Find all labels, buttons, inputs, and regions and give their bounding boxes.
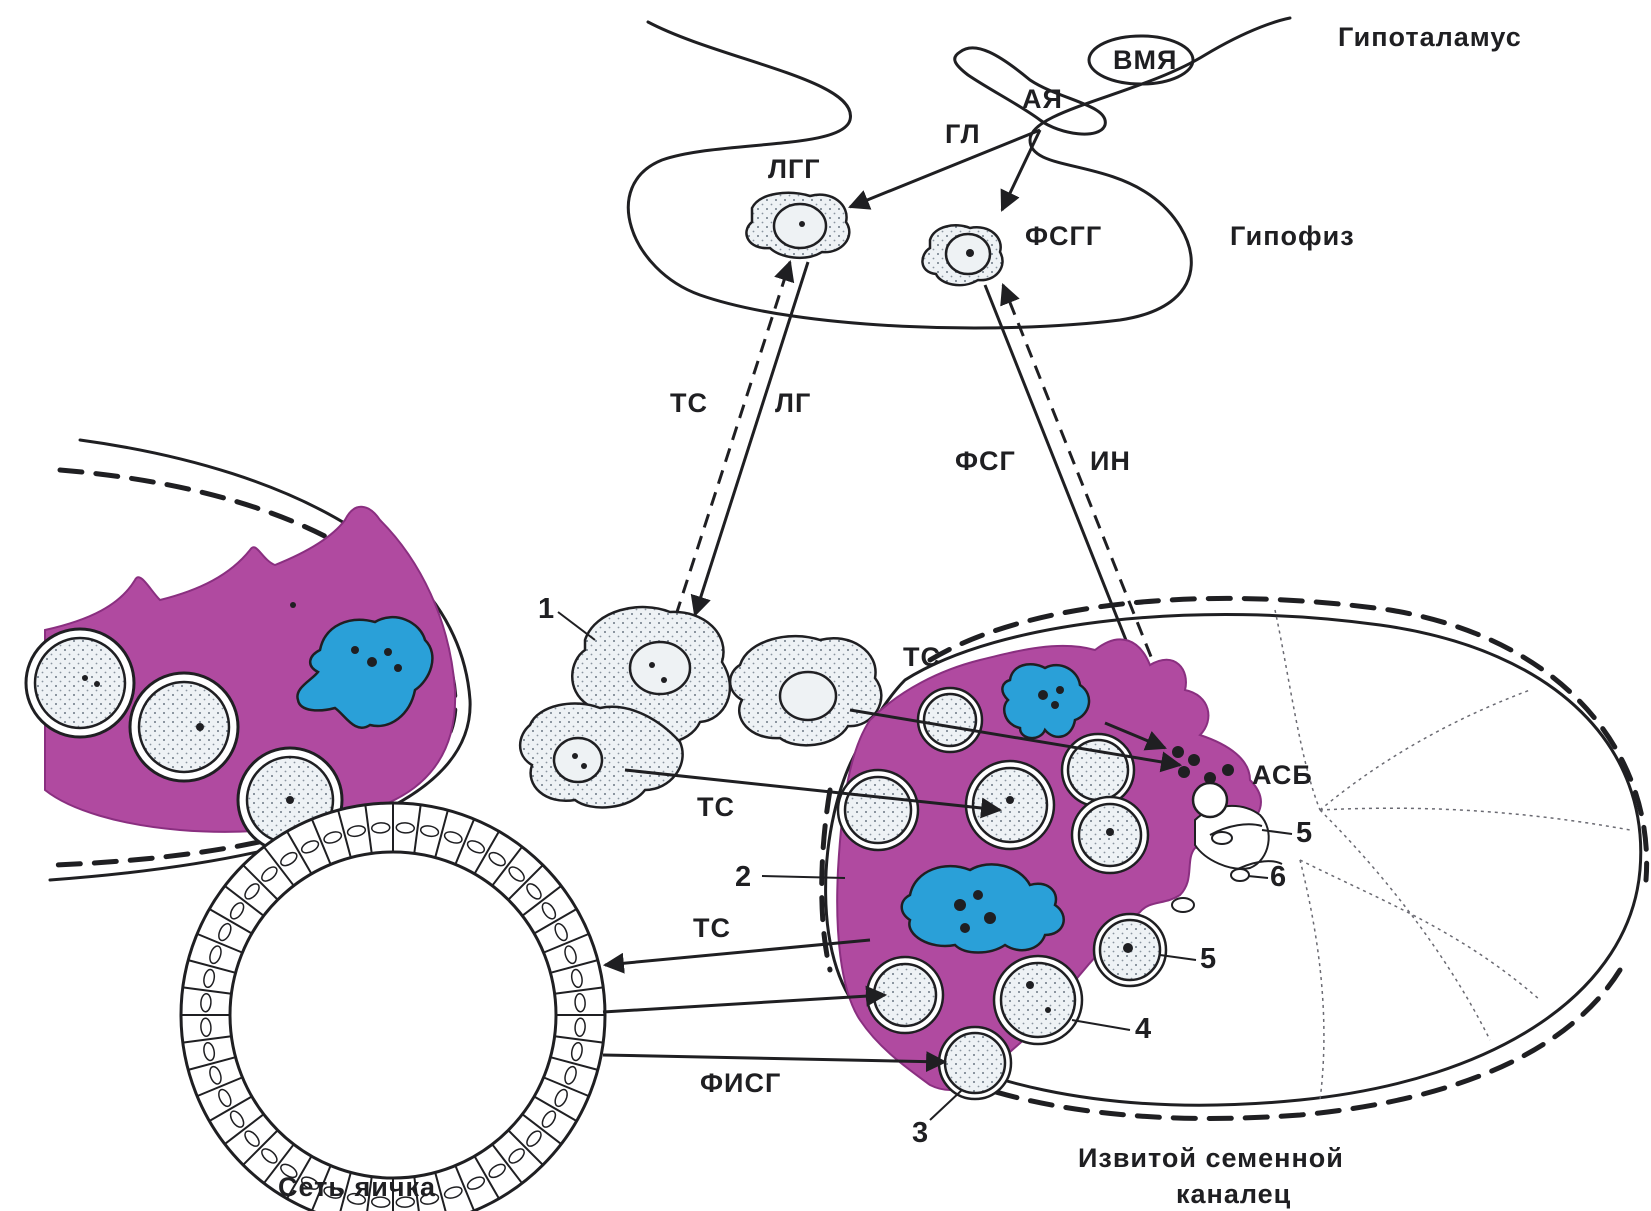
ts-arrow-to-rete <box>605 940 870 965</box>
pituitary-label: Гипофиз <box>1230 221 1355 251</box>
label-6-leader <box>1248 876 1268 878</box>
fsh-gonadotroph-cell <box>922 225 1002 285</box>
label-2-leader <box>762 876 845 878</box>
rete-testis-label: Сеть яичка <box>278 1172 436 1202</box>
gl-label: ГЛ <box>945 119 981 149</box>
rete-testis <box>181 803 605 1211</box>
rete-cell-nucleus <box>200 993 211 1012</box>
lh-gonadotroph-cell <box>746 193 849 258</box>
label-5-spermatocyte: 5 <box>1200 943 1216 975</box>
tubule-germ-cell-spermatocyte-4 <box>994 956 1082 1044</box>
fsgg-label: ФСГГ <box>1025 221 1102 251</box>
rete-cell-nucleus <box>575 993 586 1012</box>
leydig-cell-2 <box>730 636 881 745</box>
seminiferous-tubule <box>822 598 1647 1118</box>
rete-arrow-to-tubule-1 <box>603 995 885 1012</box>
inhibin-label: ИН <box>1090 446 1131 476</box>
label-4-spermatocyte: 4 <box>1135 1013 1151 1045</box>
rete-cell-nucleus <box>575 1018 586 1037</box>
lg-label: ЛГ <box>775 388 811 418</box>
rete-cell-nucleus <box>396 822 415 833</box>
label-3-leader <box>930 1090 962 1120</box>
label-2-sertoli: 2 <box>735 861 751 893</box>
tubule-germ-cell-e <box>1072 797 1148 873</box>
ts-feedback-arrow-up <box>676 262 790 615</box>
label-1-leydig: 1 <box>538 593 554 625</box>
tubule-germ-cell-a <box>918 688 982 752</box>
hypothalamus-label: Гипоталамус <box>1338 22 1522 52</box>
left-germ-cell-2 <box>130 673 238 781</box>
tubule-germ-cell-spermatocyte-5 <box>1094 914 1166 986</box>
fsg-label: ФСГ <box>955 446 1016 476</box>
fisg-label: ФИСГ <box>700 1068 781 1098</box>
lgg-label: ЛГГ <box>768 154 821 184</box>
tubule-germ-cell-b <box>838 770 918 850</box>
ts-lower-label: ТС <box>697 792 735 822</box>
label-6-spermatozoon: 6 <box>1270 861 1286 893</box>
arcuate-nucleus-label: АЯ <box>1022 84 1063 114</box>
label-5-spermatid: 5 <box>1296 817 1312 849</box>
ts-feedback-label: ТС <box>670 388 708 418</box>
tubule-germ-cell-spermatogonium-3 <box>939 1027 1011 1099</box>
lg-arrow-down <box>695 262 808 615</box>
tubule-caption-line2: каналец <box>1176 1179 1291 1209</box>
vmn-label: ВМЯ <box>1113 45 1177 75</box>
left-germ-cell-1 <box>26 629 134 737</box>
rete-cell-nucleus <box>371 822 390 833</box>
label-3-spermatogonium: 3 <box>912 1117 928 1149</box>
label-4-leader <box>1072 1020 1130 1030</box>
asb-label: АСБ <box>1252 760 1313 790</box>
tubule-germ-cell-d <box>1062 734 1134 806</box>
tubule-caption-line1: Извитой семенной <box>1078 1143 1344 1173</box>
label-1-leader <box>558 612 595 640</box>
ts-rete-label: ТС <box>693 913 731 943</box>
tubule-germ-cell-c <box>966 761 1054 849</box>
rete-cell-nucleus <box>200 1018 211 1037</box>
